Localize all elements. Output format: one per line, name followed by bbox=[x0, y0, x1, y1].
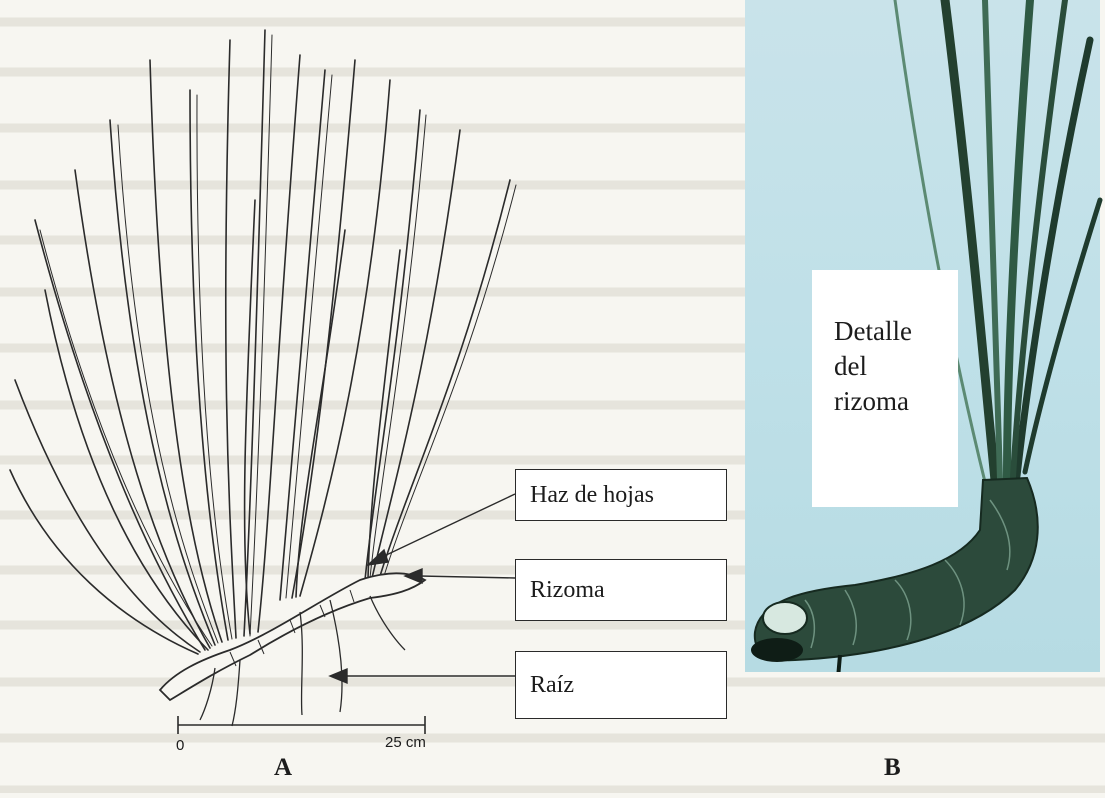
scale-start-label: 0 bbox=[176, 737, 184, 754]
detail-rhizome-label: Detalle del rizoma bbox=[812, 270, 958, 507]
label-root: Raíz bbox=[515, 651, 727, 719]
panel-a-letter: A bbox=[274, 754, 292, 782]
panel-b-letter: B bbox=[884, 754, 901, 782]
panel-b-photo: Detalle del rizoma bbox=[745, 0, 1105, 793]
panel-a-drawing: Haz de hojas Rizoma Raíz 0 25 cm bbox=[0, 0, 745, 793]
label-rhizome: Rizoma bbox=[515, 559, 727, 621]
label-leaf-bundle: Haz de hojas bbox=[515, 469, 727, 521]
scale-end-label: 25 cm bbox=[385, 734, 426, 751]
